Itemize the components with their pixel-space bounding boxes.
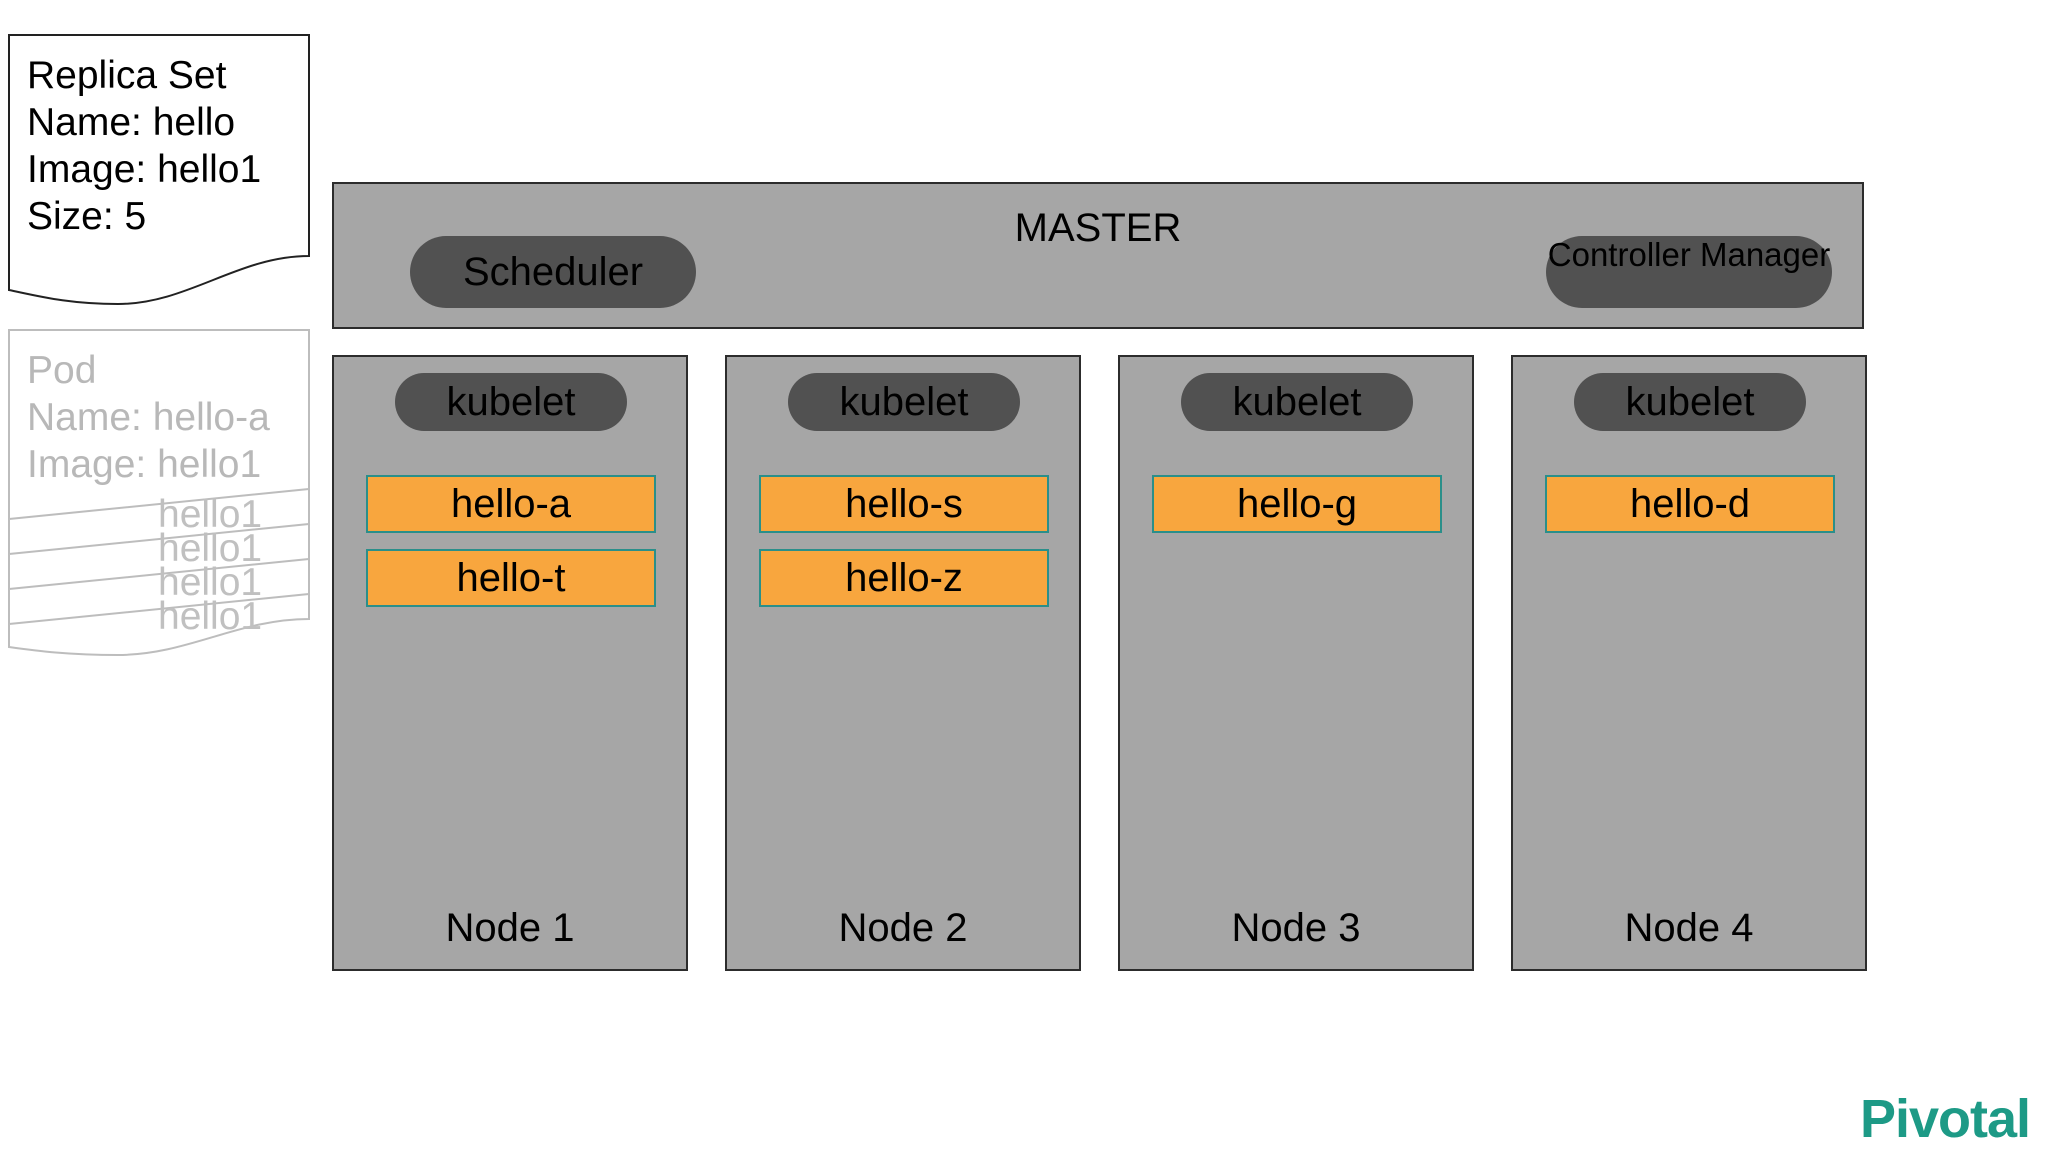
node-box: kubelet hello-a hello-t Node 1	[332, 355, 688, 971]
pod-box: hello-s	[759, 475, 1049, 533]
pivotal-logo: Pivotal	[1860, 1089, 2031, 1149]
node-box: kubelet hello-g Node 3	[1118, 355, 1474, 971]
pod-box: hello-g	[1152, 475, 1442, 533]
replica-set-name: Name: hello	[27, 101, 236, 144]
kubelet-pill: kubelet	[1181, 373, 1413, 431]
pod-template-image: Image: hello1	[27, 443, 262, 486]
node-label: Node 4	[1624, 906, 1754, 950]
replica-set-document: Replica Set Name: hello Image: hello1 Si…	[8, 34, 310, 306]
document-shape	[8, 34, 310, 306]
kubelet-pill: kubelet	[395, 373, 627, 431]
replica-set-size: Size: 5	[27, 195, 147, 238]
pod-box: hello-d	[1545, 475, 1835, 533]
pod-template-text: Pod Name: hello-a Image: hello1	[27, 347, 270, 488]
stacked-pod-label: hello1	[158, 493, 263, 536]
pod-box: hello-t	[366, 549, 656, 607]
replica-set-image: Image: hello1	[27, 148, 262, 191]
pod-template-name: Name: hello-a	[27, 396, 270, 439]
master-box: MASTER Scheduler Controller Manager	[332, 182, 1864, 329]
scheduler-pill: Scheduler	[410, 236, 696, 308]
master-title: MASTER	[1014, 206, 1182, 250]
controller-manager-label: Controller Manager	[1547, 236, 1831, 273]
controller-manager-pill: Controller Manager	[1546, 236, 1832, 308]
pod-box: hello-a	[366, 475, 656, 533]
replica-set-title: Replica Set	[27, 54, 227, 97]
node-label: Node 3	[1231, 906, 1361, 950]
stacked-pod-label: hello1	[158, 527, 263, 570]
pod-box: hello-z	[759, 549, 1049, 607]
node-label: Node 2	[838, 906, 968, 950]
node-box: kubelet hello-s hello-z Node 2	[725, 355, 1081, 971]
pod-template-title: Pod	[27, 349, 97, 392]
pod-stack-shape	[8, 329, 310, 657]
pod-template-stack: Pod Name: hello-a Image: hello1 hello1 h…	[8, 329, 310, 657]
kubelet-pill: kubelet	[788, 373, 1020, 431]
replica-set-text: Replica Set Name: hello Image: hello1 Si…	[27, 52, 261, 240]
stacked-pod-label: hello1	[158, 561, 263, 604]
kubelet-pill: kubelet	[1574, 373, 1806, 431]
stacked-pod-label: hello1	[158, 595, 263, 638]
node-box: kubelet hello-d Node 4	[1511, 355, 1867, 971]
node-label: Node 1	[445, 906, 575, 950]
